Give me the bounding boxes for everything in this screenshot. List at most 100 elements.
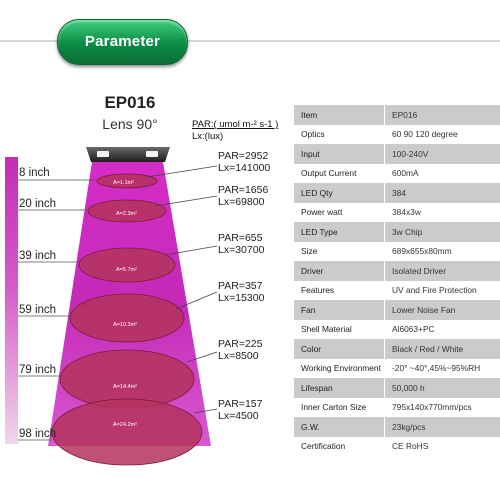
- spec-key: G.W.: [294, 417, 385, 437]
- lux-value-79: Lx=8500: [218, 350, 259, 362]
- par-value-59: PAR=357: [218, 280, 263, 292]
- spec-value: 23kg/pcs: [384, 417, 500, 437]
- spec-value: 384x3w: [384, 202, 500, 222]
- lux-value-98: Lx=4500: [218, 410, 259, 422]
- par-value-20: PAR=1656: [218, 184, 269, 196]
- spec-key: Inner Carton Size: [294, 397, 385, 417]
- par-value-39: PAR=655: [218, 232, 263, 244]
- spec-row: G.W.23kg/pcs: [294, 417, 500, 437]
- spec-key: Shell Material: [294, 319, 385, 339]
- grow-light-lamp: [86, 147, 170, 162]
- par-lux-group-59: PAR=357 Lx=15300: [218, 280, 264, 304]
- coverage-ellipse-8: [96, 173, 158, 189]
- par-lux-group-79: PAR=225 Lx=8500: [218, 338, 262, 362]
- spec-key: Input: [294, 144, 385, 164]
- lux-value-39: Lx=30700: [218, 244, 265, 256]
- spec-key: Optics: [294, 124, 385, 144]
- lux-value-8: Lx=141000: [218, 162, 271, 174]
- spec-key: LED Qty: [294, 183, 385, 203]
- area-text-79: A=14.4m²: [113, 384, 137, 390]
- spec-value: Lower Noise Fan: [384, 300, 500, 320]
- lux-unit-label: Lx:(lux): [192, 131, 224, 142]
- spec-row: Working Environment-20° ~40°,45%~95%RH: [294, 358, 500, 378]
- spec-value: 600mA: [384, 163, 500, 183]
- coverage-ellipse-39: [78, 247, 176, 283]
- par-unit-label: PAR:( umol m-² s-1 ): [192, 119, 278, 130]
- par-value-79: PAR=225: [218, 338, 263, 350]
- spec-key: Color: [294, 339, 385, 359]
- spec-value: Black / Red / White: [384, 339, 500, 359]
- area-text-8: A=1.1m²: [113, 180, 134, 186]
- spec-value: 60 90 120 degree: [384, 124, 500, 144]
- area-text-59: A=10.3m²: [113, 322, 137, 328]
- lens-angle: Lens 90°: [102, 116, 158, 132]
- spec-key: Output Current: [294, 163, 385, 183]
- spec-value: 3w Chip: [384, 222, 500, 242]
- lux-value-20: Lx=69800: [218, 196, 265, 208]
- spec-key: Item: [294, 105, 385, 125]
- spec-key: Fan: [294, 300, 385, 320]
- spec-key: Certification: [294, 436, 385, 456]
- spec-value: 689x655x80mm: [384, 241, 500, 261]
- spec-key: LED Type: [294, 222, 385, 242]
- spec-value: 795x140x770mm/pcs: [384, 397, 500, 417]
- spec-key: Lifespan: [294, 378, 385, 398]
- spec-key: Driver: [294, 261, 385, 281]
- model-name: EP016: [104, 93, 156, 112]
- spec-value: Isolated Driver: [384, 261, 500, 281]
- par-unit-text: PAR:( umol m-² s-1 ): [192, 119, 279, 130]
- parameter-header-title: Parameter: [84, 33, 161, 50]
- distance-label-8: 8 inch: [19, 167, 50, 179]
- par-lux-group-39: PAR=655 Lx=30700: [218, 232, 264, 256]
- par-lux-group-98: PAR=157 Lx=4500: [218, 398, 262, 422]
- par-lux-group-20: PAR=1656 Lx=69800: [218, 184, 268, 208]
- coverage-ellipse-59: [69, 293, 185, 343]
- header-rule-right: [186, 40, 500, 42]
- lux-value-59: Lx=15300: [218, 292, 265, 304]
- par-value-8: PAR=2952: [218, 150, 269, 162]
- spec-key: Size: [294, 241, 385, 261]
- area-text-39: A=5.7m²: [116, 267, 137, 273]
- distance-ruler: [5, 157, 18, 444]
- spec-value: EP016: [384, 105, 500, 125]
- par-value-98: PAR=157: [218, 398, 263, 410]
- spec-value: 100-240V: [384, 144, 500, 164]
- spec-value: 384: [384, 183, 500, 203]
- spec-value: UV and Fire Protection: [384, 280, 500, 300]
- par-lux-group-8: PAR=2952 Lx=141000: [218, 150, 270, 174]
- coverage-ellipse-98: [51, 398, 203, 466]
- distance-label-20: 20 inch: [19, 198, 57, 210]
- coverage-ellipse-20: [87, 199, 167, 223]
- spec-value: 50,000 h: [384, 378, 500, 398]
- distance-label-59: 59 inch: [19, 304, 57, 316]
- spec-value: Al6063+PC: [384, 319, 500, 339]
- spec-value: -20° ~40°,45%~95%RH: [384, 358, 500, 378]
- header-rule-left: [0, 40, 57, 42]
- area-text-20: A=2.3m²: [116, 211, 137, 217]
- spec-key: Power watt: [294, 202, 385, 222]
- distance-label-98: 98 inch: [19, 428, 57, 440]
- parameter-header-badge: Parameter: [57, 19, 188, 65]
- spec-key: Working Environment: [294, 358, 385, 378]
- distance-label-79: 79 inch: [19, 364, 57, 376]
- spec-value: CE RoHS: [384, 436, 500, 456]
- spec-key: Features: [294, 280, 385, 300]
